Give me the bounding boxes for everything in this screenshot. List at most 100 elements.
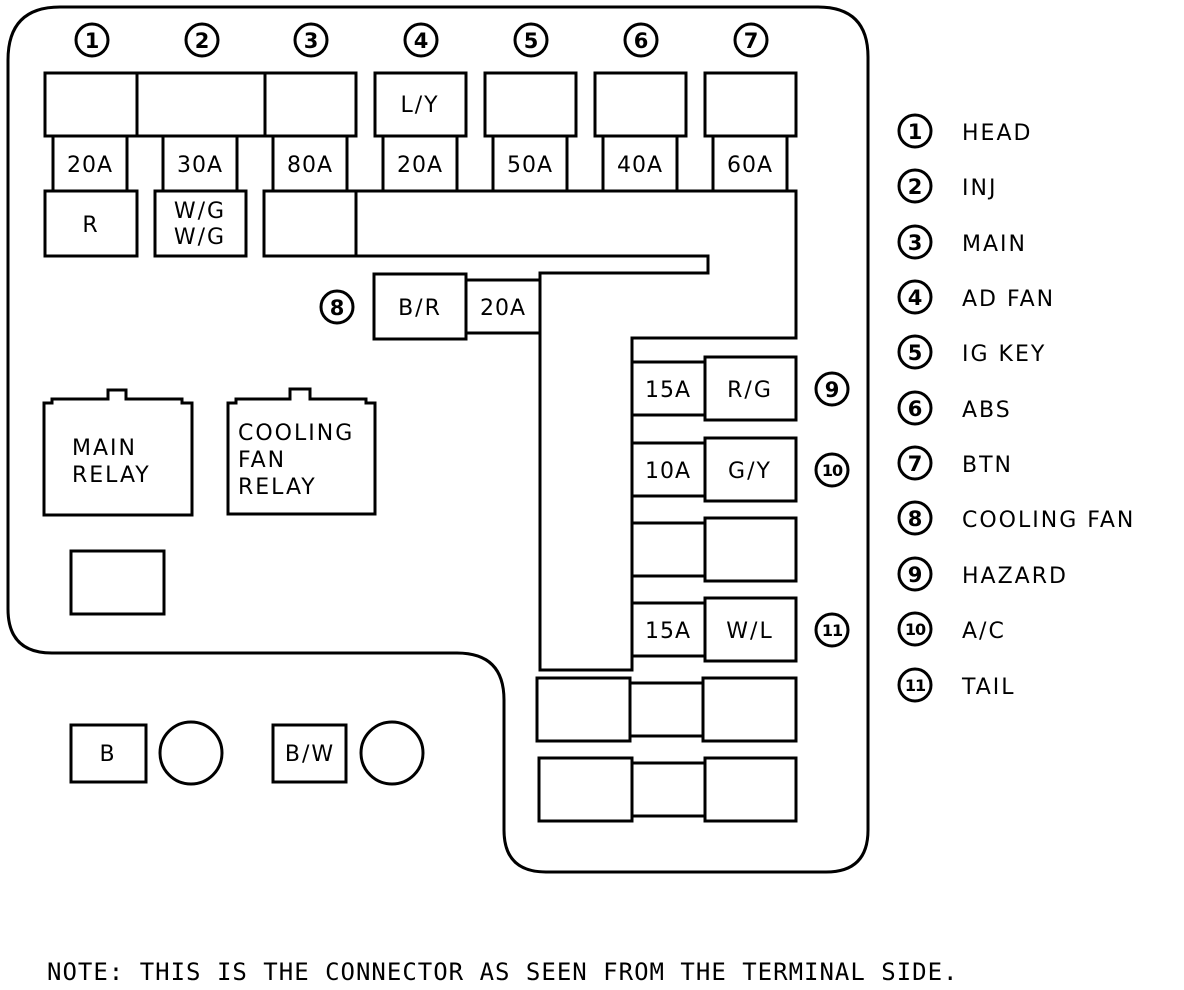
wire-color-w-g-bottom: W/G <box>174 225 226 250</box>
svg-text:8: 8 <box>330 296 345 320</box>
svg-text:3: 3 <box>304 29 319 53</box>
legend: 1 HEAD 2 INJ 3 MAIN 4 AD FAN 5 IG KEY 6 ABS 7 B… <box>897 113 1135 703</box>
svg-text:HAZARD: HAZARD <box>962 564 1068 589</box>
connector-fuse-9 <box>703 355 798 422</box>
fuse-number-4: 4 <box>403 22 439 58</box>
fuse-spare <box>630 521 707 578</box>
fuse-5-amp: 50A <box>507 153 553 178</box>
svg-text:7: 7 <box>744 29 759 53</box>
svg-text:8: 8 <box>908 507 923 531</box>
connector-bottom-2 <box>153 189 248 258</box>
terminal-b-w: B/W <box>271 720 425 786</box>
note-text: NOTE: THIS IS THE CONNECTOR AS SEEN FROM… <box>47 958 959 986</box>
fuse-number-1: 1 <box>74 22 110 58</box>
svg-text:RELAY: RELAY <box>238 475 317 500</box>
svg-text:COOLING: COOLING <box>238 421 354 446</box>
fuse-number-8 <box>319 289 355 325</box>
cooling-fan-relay: COOLING FAN RELAY <box>226 387 377 516</box>
legend-item: 6 ABS <box>897 390 1012 426</box>
svg-text:AD FAN: AD FAN <box>962 287 1055 312</box>
connector-fuse-10 <box>703 436 798 503</box>
fuse-1-amp: 20A <box>67 153 113 178</box>
connector-top-2 <box>135 71 267 138</box>
svg-text:5: 5 <box>524 29 539 53</box>
fuse-number-11 <box>814 612 850 648</box>
legend-item: 3 MAIN <box>897 224 1027 260</box>
svg-text:FAN: FAN <box>238 448 286 473</box>
svg-text:6: 6 <box>908 397 923 421</box>
svg-text:MAIN: MAIN <box>72 436 137 461</box>
wire-color-l-y: L/Y <box>400 93 439 118</box>
svg-text:ABS: ABS <box>962 398 1012 423</box>
legend-item: 4 AD FAN <box>897 279 1055 315</box>
legend-item: 5 IG KEY <box>897 334 1046 370</box>
fuse-box-housing <box>6 5 870 874</box>
connector-spare <box>703 516 798 583</box>
svg-text:B: B <box>99 742 116 767</box>
terminal-b-w-stud <box>359 720 425 786</box>
bus-bar-block <box>262 189 798 672</box>
connector-top-7 <box>703 71 798 138</box>
legend-item: 8 COOLING FAN <box>897 500 1135 536</box>
fuse-1 <box>51 134 129 193</box>
svg-text:MAIN: MAIN <box>962 232 1027 257</box>
svg-text:INJ: INJ <box>962 176 997 201</box>
svg-text:2: 2 <box>908 175 923 199</box>
svg-text:9: 9 <box>825 378 840 402</box>
svg-text:7: 7 <box>908 452 923 476</box>
fuse-8 <box>464 278 542 335</box>
svg-text:2: 2 <box>195 29 210 53</box>
svg-text:4: 4 <box>414 29 429 53</box>
fuse-2-amp: 30A <box>177 153 223 178</box>
svg-text:15A: 15A <box>645 619 691 644</box>
svg-text:BTN: BTN <box>962 453 1013 478</box>
wire-color-r: R <box>82 213 99 238</box>
fuse-7-amp: 60A <box>727 153 773 178</box>
svg-text:A/C: A/C <box>962 619 1006 644</box>
spare-slot <box>69 549 166 616</box>
legend-item: 7 BTN <box>897 445 1013 481</box>
fuse-number-7: 7 <box>733 22 769 58</box>
top-fuse-numbers: 1 2 3 4 5 6 7 <box>74 22 769 58</box>
fuse-9 <box>630 360 707 417</box>
svg-text:IG KEY: IG KEY <box>962 342 1046 367</box>
connector-bottom-1 <box>43 189 139 258</box>
wire-color-b-r: B/R <box>398 296 442 321</box>
right-fuses: 15A R/G 9 10A G/Y 10 15A W/L 11 <box>630 355 850 663</box>
wire-color-w-l: W/L <box>726 619 773 644</box>
fuse-4-amp: 20A <box>397 153 443 178</box>
svg-text:B/W: B/W <box>285 742 335 767</box>
wire-color-r-g: R/G <box>727 378 773 403</box>
svg-text:COOLING FAN: COOLING FAN <box>962 508 1135 533</box>
fuse-number-9 <box>814 371 850 407</box>
fuse-3 <box>271 134 349 193</box>
legend-item: 1 HEAD <box>897 113 1032 149</box>
connector-fuse-11 <box>703 596 798 663</box>
fuse-number-2: 2 <box>184 22 220 58</box>
svg-text:5: 5 <box>908 341 923 365</box>
svg-text:10: 10 <box>822 461 843 480</box>
fuse-number-6: 6 <box>623 22 659 58</box>
fuse-8-group: 8 B/R 20A <box>319 272 542 341</box>
fuse-number-3: 3 <box>293 22 329 58</box>
connector-top-5 <box>483 71 578 138</box>
connector-top-1 <box>43 71 139 138</box>
svg-text:11: 11 <box>905 676 926 695</box>
fuse-4 <box>381 134 459 193</box>
svg-text:HEAD: HEAD <box>962 121 1032 146</box>
svg-text:4: 4 <box>908 286 923 310</box>
svg-text:3: 3 <box>908 231 923 255</box>
svg-text:11: 11 <box>822 621 843 640</box>
connector-top-6 <box>593 71 688 138</box>
svg-text:1: 1 <box>908 120 923 144</box>
spare-fuse-slots <box>535 676 798 823</box>
fuse-8-amp: 20A <box>480 296 526 321</box>
svg-text:10: 10 <box>905 620 926 639</box>
wire-color-g-y: G/Y <box>728 459 772 484</box>
connector-fuse-8 <box>372 272 468 341</box>
fuse-3-amp: 80A <box>287 153 333 178</box>
connector-top-3 <box>263 71 358 138</box>
svg-text:15A: 15A <box>645 378 691 403</box>
